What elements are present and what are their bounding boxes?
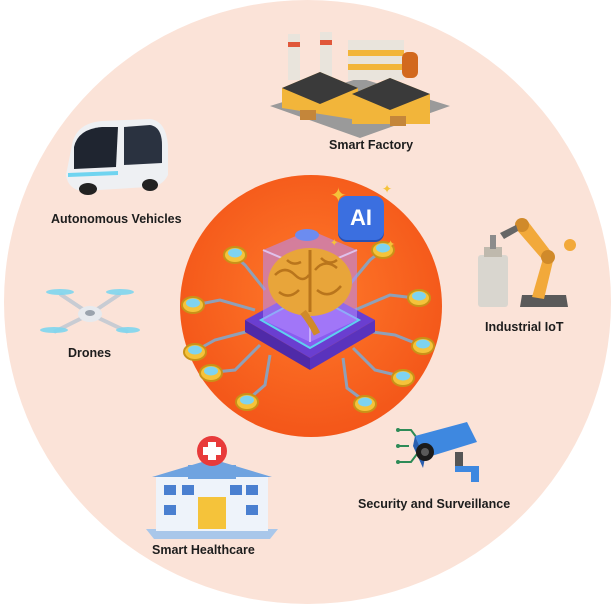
sparkle-icon: ✦ (330, 185, 347, 207)
label-smart-healthcare: Smart Healthcare (152, 543, 255, 557)
vehicle-icon (62, 115, 172, 200)
sparkle-icon: ✦ (386, 239, 396, 251)
camera-icon (395, 418, 485, 488)
label-drones: Drones (68, 346, 112, 360)
label-autonomous-vehicles: Autonomous Vehicles (51, 212, 182, 226)
label-industrial-iot: Industrial IoT (485, 320, 564, 334)
drone-icon (40, 280, 140, 350)
hospital-icon (142, 433, 282, 543)
ai-badge-label: AI (350, 205, 372, 230)
ai-badge: AI (338, 196, 384, 240)
label-smart-factory: Smart Factory (329, 138, 414, 152)
sparkle-icon: ✦ (382, 182, 393, 196)
sparkle-icon: ✦ (330, 238, 339, 249)
factory-icon (270, 28, 450, 138)
robot-arm-icon (470, 205, 580, 315)
label-security-surveillance: Security and Surveillance (358, 497, 511, 511)
brain-chip-icon (175, 180, 445, 420)
